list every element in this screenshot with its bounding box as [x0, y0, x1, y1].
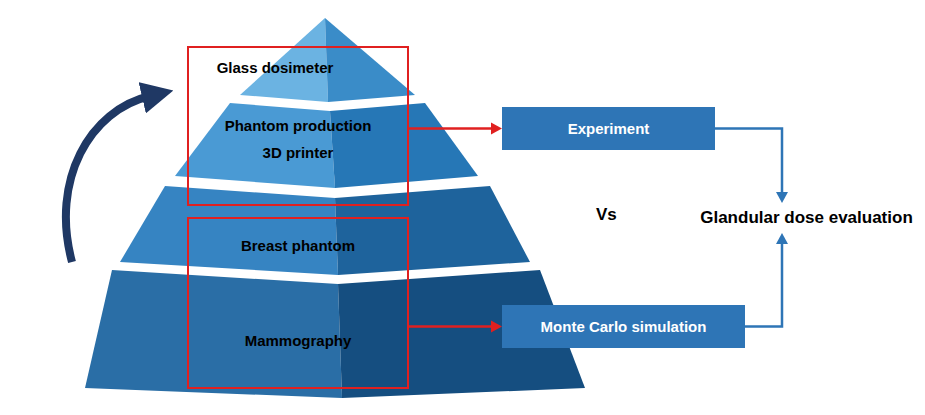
comparison-label: Vs — [596, 205, 617, 225]
node-text: Experiment — [568, 120, 650, 137]
pyramid-tier-label: Mammography — [188, 300, 408, 380]
pyramid-tier-label: Glass dosimeter — [200, 52, 350, 82]
node-text: Breast phantom — [241, 237, 355, 254]
highlight-frame — [188, 47, 408, 205]
result-label: Glandular dose evaluation — [690, 203, 923, 233]
arrow-head — [776, 233, 788, 244]
node-text: Phantom production — [225, 117, 372, 134]
node-text: Glass dosimeter — [217, 59, 334, 76]
pyramid-tier — [330, 103, 478, 188]
connector-line — [745, 242, 782, 327]
pyramid-tier-label: Phantom production 3D printer — [188, 106, 408, 172]
arrow-head — [776, 192, 788, 203]
pyramid-apex — [325, 18, 415, 102]
connector-arrow — [408, 123, 502, 135]
arrow-head — [491, 321, 502, 333]
highlight-frame — [188, 218, 408, 388]
pyramid-tier — [120, 186, 338, 275]
node-text: 3D printer — [263, 144, 334, 161]
connector-line — [408, 325, 493, 328]
process-box: Monte Carlo simulation — [502, 305, 745, 348]
node-text: Mammography — [245, 332, 352, 349]
connector-arrow — [408, 321, 502, 333]
arrow-head — [491, 123, 502, 135]
pyramid-tier-label: Breast phantom — [188, 229, 408, 261]
connector-arrow — [715, 129, 788, 204]
pyramid-tier — [175, 103, 335, 188]
connector-line — [715, 129, 782, 195]
process-box: Experiment — [502, 107, 715, 150]
connector-line — [408, 127, 493, 130]
node-text: Glandular dose evaluation — [700, 208, 913, 228]
connector-arrow — [745, 233, 788, 327]
pyramid-tier — [335, 186, 530, 275]
node-text: Monte Carlo simulation — [541, 318, 707, 335]
cycle-arrow — [66, 96, 150, 262]
